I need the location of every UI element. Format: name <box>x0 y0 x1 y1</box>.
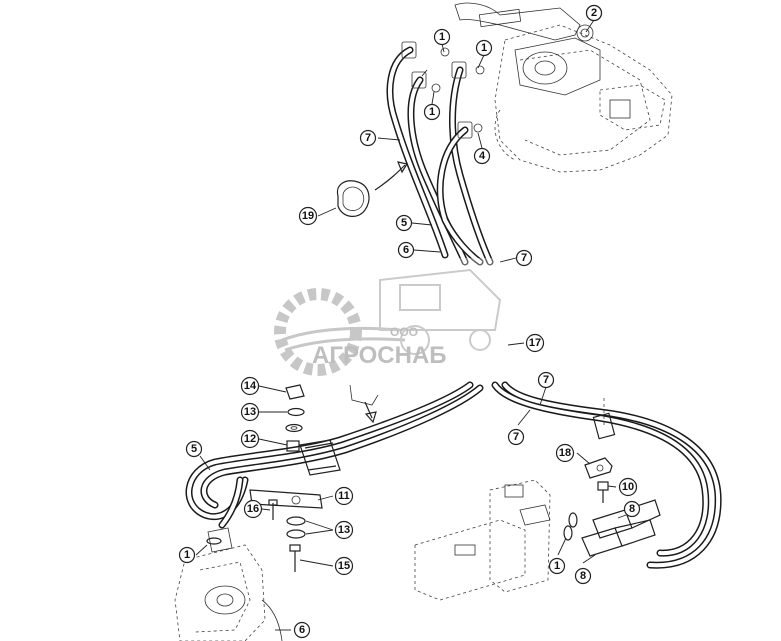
callout-7-right-lower: 7 <box>507 428 525 446</box>
callout-4: 4 <box>473 147 491 165</box>
svg-text:1: 1 <box>429 106 435 118</box>
callout-13-lower: 13 <box>334 520 354 540</box>
callout-14: 14 <box>240 376 260 396</box>
top-pump-assembly <box>454 2 673 173</box>
callout-13-upper: 13 <box>240 402 260 422</box>
callout-5-upper: 5 <box>395 214 413 232</box>
svg-text:7: 7 <box>365 132 371 144</box>
callout-15: 15 <box>334 556 354 576</box>
bracket-bolts <box>268 499 306 572</box>
svg-text:7: 7 <box>513 431 519 443</box>
svg-text:5: 5 <box>191 443 197 455</box>
svg-text:5: 5 <box>401 217 407 229</box>
svg-text:13: 13 <box>244 406 256 418</box>
callout-5-lower: 5 <box>185 440 203 458</box>
svg-text:16: 16 <box>247 503 259 515</box>
valve-block <box>414 479 551 601</box>
upper-hose-bundle <box>386 41 494 266</box>
lower-arrow <box>349 384 379 424</box>
clamp-hardware-stack <box>285 384 305 452</box>
callout-18: 18 <box>555 443 575 463</box>
bottom-pump-assembly <box>174 527 283 641</box>
svg-text:11: 11 <box>338 490 350 502</box>
svg-text:13: 13 <box>338 524 350 536</box>
callout-19: 19 <box>298 206 318 226</box>
callout-1-lower-right: 1 <box>548 557 566 575</box>
watermark-company-name: АГРОСНАБ <box>312 342 447 369</box>
leader-lines <box>195 19 627 631</box>
callout-17: 17 <box>525 333 545 353</box>
callout-1-upper-a: 1 <box>433 28 451 46</box>
callout-7-upper: 7 <box>359 129 377 147</box>
callout-7-right-upper: 7 <box>537 371 555 389</box>
callout-6-upper: 6 <box>397 241 415 259</box>
callout-6-lower: 6 <box>293 621 311 639</box>
callout-8-lower: 8 <box>574 567 592 585</box>
svg-text:10: 10 <box>622 481 634 493</box>
svg-text:12: 12 <box>244 433 256 445</box>
svg-text:8: 8 <box>629 503 635 515</box>
svg-text:1: 1 <box>439 31 445 43</box>
callout-2-item: 2 <box>585 4 603 22</box>
callout-12: 12 <box>240 429 260 449</box>
svg-text:6: 6 <box>403 244 409 256</box>
coupler-hardware <box>563 457 661 557</box>
svg-text:7: 7 <box>521 252 527 264</box>
callout-8-upper: 8 <box>623 500 641 518</box>
lower-hose-bundle <box>185 381 722 569</box>
callout-1-lower-left: 1 <box>178 546 196 564</box>
svg-text:1: 1 <box>481 42 487 54</box>
svg-text:19: 19 <box>302 210 314 222</box>
callout-11: 11 <box>334 486 354 506</box>
svg-text:17: 17 <box>529 337 541 349</box>
watermark-logo: ООО АГРОСНАБ <box>248 258 510 383</box>
svg-text:15: 15 <box>338 560 350 572</box>
svg-text:14: 14 <box>244 380 257 392</box>
callout-1-upper-c: 1 <box>423 103 441 121</box>
callout-10: 10 <box>618 477 638 497</box>
svg-text:2: 2 <box>591 7 597 19</box>
svg-text:6: 6 <box>299 624 305 636</box>
watermark-prefix: ООО <box>390 325 418 339</box>
svg-text:4: 4 <box>479 150 486 162</box>
seal-ring <box>336 161 408 217</box>
svg-text:18: 18 <box>559 447 571 459</box>
svg-text:8: 8 <box>580 570 586 582</box>
callout-7-mid: 7 <box>515 249 533 267</box>
callout-1-upper-b: 1 <box>475 39 493 57</box>
callout-16: 16 <box>243 499 263 519</box>
svg-text:1: 1 <box>554 560 560 572</box>
svg-text:1: 1 <box>184 549 190 561</box>
svg-text:7: 7 <box>543 374 549 386</box>
